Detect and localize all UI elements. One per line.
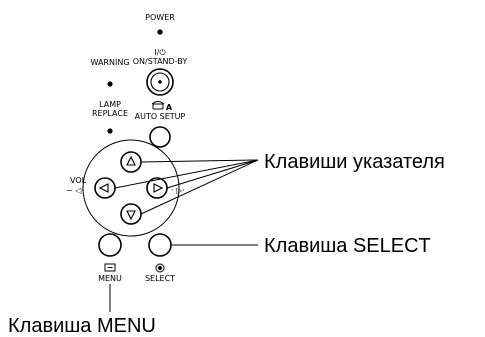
- pointer-left-button[interactable]: [94, 177, 116, 199]
- select-key-callout: Клавиша SELECT: [264, 235, 431, 257]
- warning-indicator-dot: [107, 81, 113, 87]
- menu-button[interactable]: [98, 233, 122, 257]
- standby-symbol: I/⏻: [154, 48, 166, 57]
- down-arrow-icon: [126, 210, 136, 221]
- menu-label: MENU: [98, 274, 122, 283]
- select-label: SELECT: [145, 274, 175, 283]
- vol-minus-label: − ◁·: [66, 186, 84, 195]
- pointer-cluster-ring: [82, 139, 180, 237]
- select-button[interactable]: [148, 233, 172, 257]
- auto-setup-button[interactable]: [149, 126, 171, 148]
- warning-label: WARNING: [90, 58, 129, 67]
- auto-setup-label: AUTO SETUP: [135, 112, 186, 121]
- up-arrow-icon: [126, 155, 136, 166]
- pointer-keys-callout: Клавиши указателя: [264, 151, 445, 173]
- select-icon-dot: [158, 266, 162, 270]
- power-label: POWER: [145, 13, 175, 22]
- menu-icon: [104, 263, 116, 272]
- standby-button[interactable]: [146, 68, 174, 96]
- menu-key-callout: Клавиша MENU: [8, 315, 156, 337]
- pointer-down-button[interactable]: [120, 203, 142, 225]
- pointer-up-button[interactable]: [120, 151, 142, 173]
- lamp-label-line2: REPLACE: [92, 109, 128, 118]
- lamp-label-line1: LAMP: [99, 100, 121, 109]
- pointer-keys-leader-lines: [114, 159, 259, 215]
- standby-label: ON/STAND-BY: [133, 57, 188, 66]
- left-arrow-icon: [98, 183, 109, 193]
- vol-label: VOL: [70, 176, 87, 185]
- select-icon: [155, 263, 165, 273]
- standby-button-dot: [158, 80, 162, 84]
- vol-plus-label: · ▷·: [171, 186, 185, 195]
- power-indicator-dot: [157, 29, 163, 35]
- standby-button-inner-ring: [150, 72, 170, 92]
- lamp-indicator-dot: [107, 128, 113, 134]
- auto-setup-symbol: A: [166, 103, 173, 112]
- auto-setup-icon: [151, 101, 165, 110]
- right-arrow-icon: [153, 183, 164, 193]
